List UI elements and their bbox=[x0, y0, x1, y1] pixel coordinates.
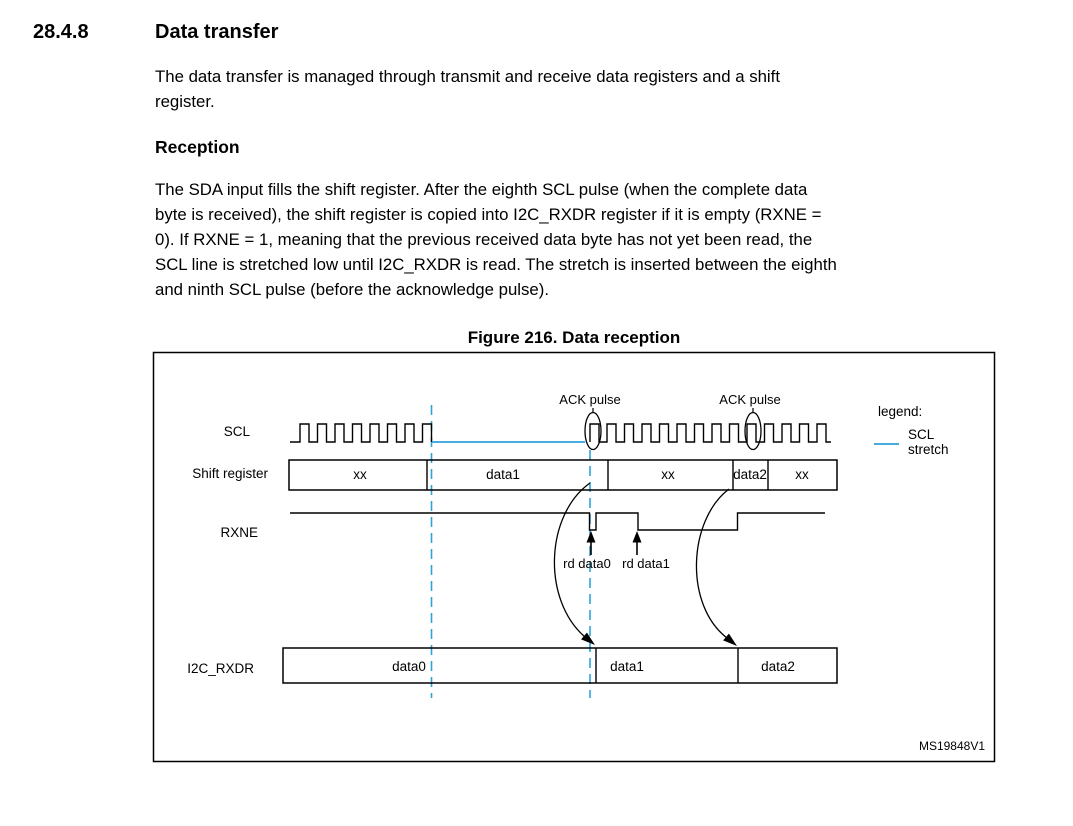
rd-data1-label: rd data1 bbox=[622, 556, 670, 571]
rxne-waveform bbox=[290, 512, 825, 531]
i2c-rxdr-cell-data2: data2 bbox=[761, 659, 795, 674]
ack-pulse-label-2: ACK pulse bbox=[719, 392, 780, 407]
legend-title: legend: bbox=[878, 404, 922, 419]
scl-row-label: SCL bbox=[224, 424, 251, 439]
shift-register-cell-xx-3: xx bbox=[795, 467, 809, 482]
figure-border bbox=[152, 351, 996, 763]
i2c-rxdr-cell-dividers bbox=[595, 648, 739, 683]
rd-data0-label: rd data0 bbox=[563, 556, 611, 571]
subsection-title: Reception bbox=[155, 137, 240, 157]
copy-arrow-data2-curve bbox=[695, 488, 730, 639]
copy-arrow-data1-head bbox=[581, 632, 595, 645]
reception-paragraph: The SDA input fills the shift register. … bbox=[155, 180, 837, 299]
scl-waveform-second-part bbox=[589, 423, 831, 443]
figure-watermark: MS19848V1 bbox=[919, 739, 985, 753]
copy-arrow-data2-head bbox=[723, 633, 737, 646]
shift-register-cell-dividers bbox=[426, 460, 769, 490]
scl-waveform-first-byte bbox=[290, 423, 433, 443]
shift-register-box bbox=[288, 459, 838, 491]
copy-arrow-data1-curve bbox=[553, 482, 591, 638]
rd-data1-arrowhead bbox=[632, 531, 642, 543]
legend-scl-label: SCL bbox=[908, 427, 935, 442]
legend-stretch-label: stretch bbox=[908, 442, 949, 457]
figure-caption: Figure 216. Data reception bbox=[467, 328, 681, 347]
ack-pulse-ellipse-2 bbox=[744, 411, 762, 451]
i2c-rxdr-cell-data1: data1 bbox=[610, 659, 644, 674]
i2c-rxdr-row-label: I2C_RXDR bbox=[187, 661, 254, 676]
ack-pulse-label-1: ACK pulse bbox=[559, 392, 620, 407]
section-title: Data transfer bbox=[155, 21, 279, 43]
ack-pulse-ellipse-1 bbox=[584, 411, 602, 451]
shift-register-cell-xx-2: xx bbox=[661, 467, 675, 482]
shift-register-cell-data1: data1 bbox=[486, 467, 520, 482]
intro-paragraph: The data transfer is managed through tra… bbox=[155, 67, 780, 111]
shift-register-row-label: Shift register bbox=[192, 466, 268, 481]
section-number: 28.4.8 bbox=[33, 21, 89, 43]
i2c-rxdr-cell-data0: data0 bbox=[392, 659, 426, 674]
rxne-row-label: RXNE bbox=[220, 525, 258, 540]
section-heading: 28.4.8 Data transfer bbox=[33, 21, 278, 44]
rd-data0-arrowhead bbox=[586, 531, 596, 543]
i2c-rxdr-box bbox=[282, 647, 838, 684]
shift-register-cell-data2: data2 bbox=[733, 467, 767, 482]
shift-register-cell-xx-1: xx bbox=[353, 467, 367, 482]
